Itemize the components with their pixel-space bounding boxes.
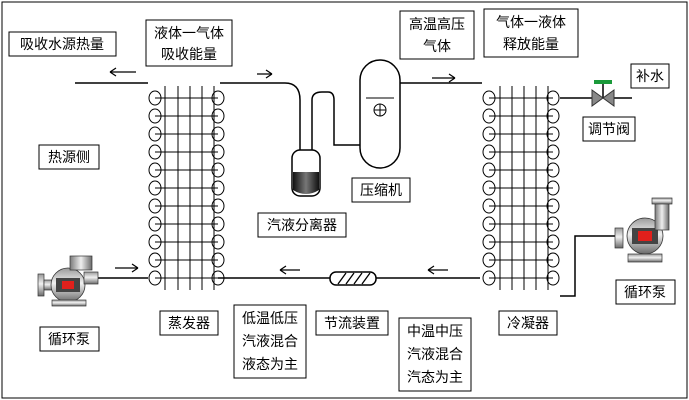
condenser-energy-label: 释放能量 (503, 37, 559, 53)
label-boxes (8, 8, 676, 392)
hot-gas-label-2: 气体 (423, 39, 451, 55)
valve-icon (591, 80, 615, 107)
mid-state-label-1: 中温中压 (407, 324, 463, 340)
evaporator-label: 蒸发器 (168, 316, 210, 332)
arrow-icon (109, 67, 456, 275)
throttle-icon (329, 271, 377, 286)
pump-icon (37, 255, 99, 307)
refrigerant-pipes (75, 82, 632, 297)
mid-state-label-2: 汽液混合 (407, 347, 463, 363)
separator-icon (291, 149, 321, 197)
pump-right-label: 循环泵 (624, 285, 666, 301)
heat-source-side-label: 热源侧 (48, 150, 90, 166)
compressor-label: 压缩机 (360, 183, 402, 199)
compressor-icon (359, 59, 401, 169)
throttle-label: 节流装置 (324, 316, 380, 332)
condenser-coil (482, 86, 560, 290)
absorb-heat-label: 吸收水源热量 (20, 37, 104, 53)
evaporator-energy-label: 吸收能量 (161, 47, 217, 63)
evaporator-phase-label: 液体一气体 (154, 26, 224, 42)
hot-gas-label: 高温高压 (409, 16, 465, 33)
pump-left-label: 循环泵 (48, 332, 90, 348)
control-valve-label: 调节阀 (588, 122, 630, 138)
low-state-label-1: 低温低压 (242, 311, 298, 327)
condenser-label: 冷凝器 (507, 316, 549, 332)
low-state-label-2: 汽液混合 (242, 334, 298, 350)
low-state-label-3: 液态为主 (242, 357, 298, 373)
pump-icon (614, 197, 673, 263)
mid-state-label-3: 汽态为主 (407, 370, 463, 386)
makeup-water-label: 补水 (636, 69, 664, 85)
condenser-phase-label: 气体一液体 (496, 15, 566, 31)
evaporator-coil (148, 86, 225, 290)
separator-label: 汽液分离器 (267, 217, 337, 234)
